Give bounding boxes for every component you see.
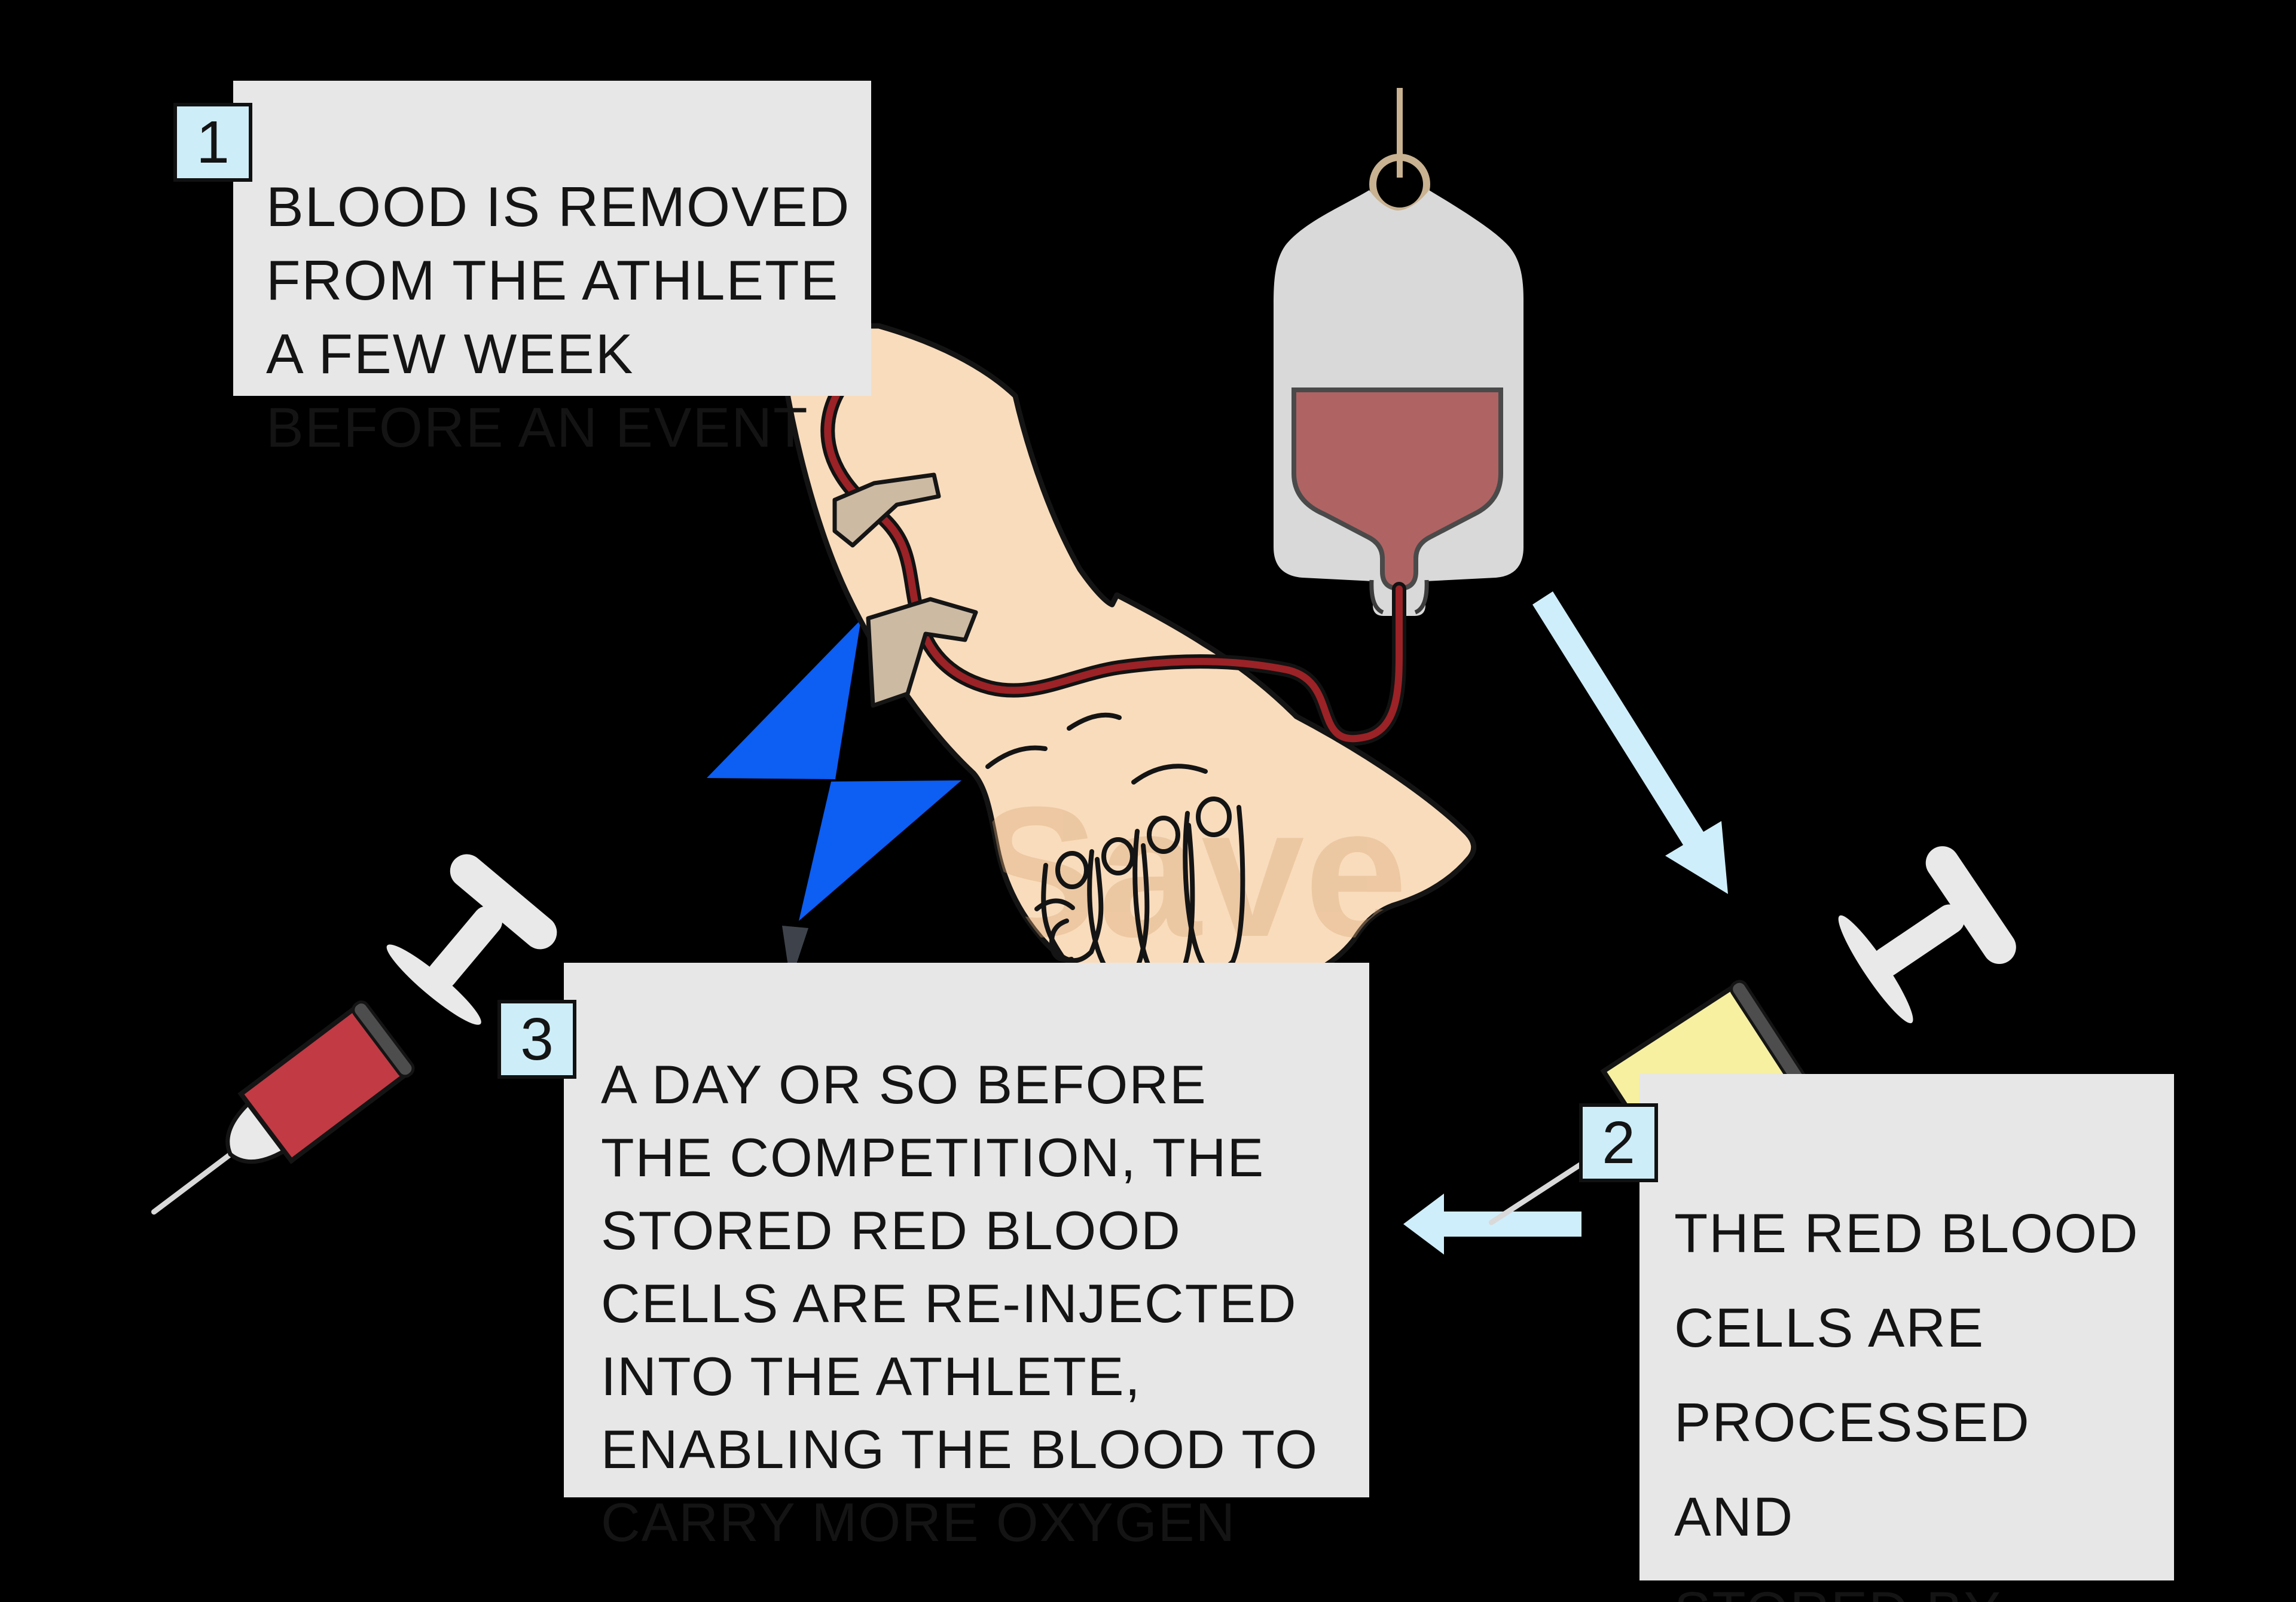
bag-hanger-wire (1397, 88, 1403, 178)
step-2-box: THE RED BLOOD CELLS ARE PROCESSED AND ST… (1639, 1074, 2174, 1602)
step-3-text: A DAY OR SO BEFORE THE COMPETITION, THE … (601, 1055, 1319, 1553)
step-3-box: A DAY OR SO BEFORE THE COMPETITION, THE … (564, 963, 1369, 1553)
thumb-crease-1 (1034, 898, 1075, 911)
plunger-left (386, 854, 557, 1025)
plunger-left-rod (428, 906, 503, 989)
fingernail-2 (1101, 837, 1135, 875)
knuckle-crease (1131, 764, 1208, 785)
red-syringe-tip (225, 1099, 289, 1164)
bag-neck-line-left (1369, 579, 1384, 615)
step-2-text: THE RED BLOOD CELLS ARE PROCESSED AND ST… (1674, 1203, 2139, 1602)
step-1-text: BLOOD IS REMOVED FROM THE ATHLETE A FEW … (266, 175, 851, 459)
plunger-right-rod (1872, 904, 1965, 977)
plunger-right-cap (1925, 846, 2016, 965)
tape-lower (866, 597, 978, 708)
finger-curl-1 (1041, 857, 1104, 963)
arm-silhouette (774, 323, 1477, 994)
step-2-number: 2 (1602, 1109, 1635, 1176)
blood-bag (1274, 88, 1523, 616)
step-1-box: BLOOD IS REMOVED FROM THE ATHLETE A FEW … (233, 81, 871, 459)
lightning-bolt-icon (707, 620, 961, 982)
thumb-crease-2 (1049, 919, 1074, 963)
red-syringe-seal (352, 1000, 415, 1078)
plunger-left-cap (450, 854, 557, 950)
fingernail-4 (1196, 797, 1232, 837)
medical-tapes (832, 472, 978, 708)
step-1-badge: 1 (173, 103, 252, 182)
fingernail-1 (1055, 851, 1089, 889)
plunger-right (1838, 846, 2016, 1024)
step-3-number: 3 (520, 1005, 554, 1073)
bag-neck-line-right (1414, 579, 1429, 615)
step-2-badge: 2 (1579, 1103, 1658, 1182)
wrist-crease-1 (985, 745, 1048, 769)
tape-upper (832, 472, 941, 548)
syringe-red (151, 1000, 415, 1215)
fingernail-3 (1147, 816, 1180, 854)
arrow-down-right-icon (1532, 591, 1728, 894)
wrist-crease-2 (1067, 712, 1122, 731)
step-1-number: 1 (196, 108, 230, 176)
step-3-badge: 3 (497, 1000, 576, 1079)
